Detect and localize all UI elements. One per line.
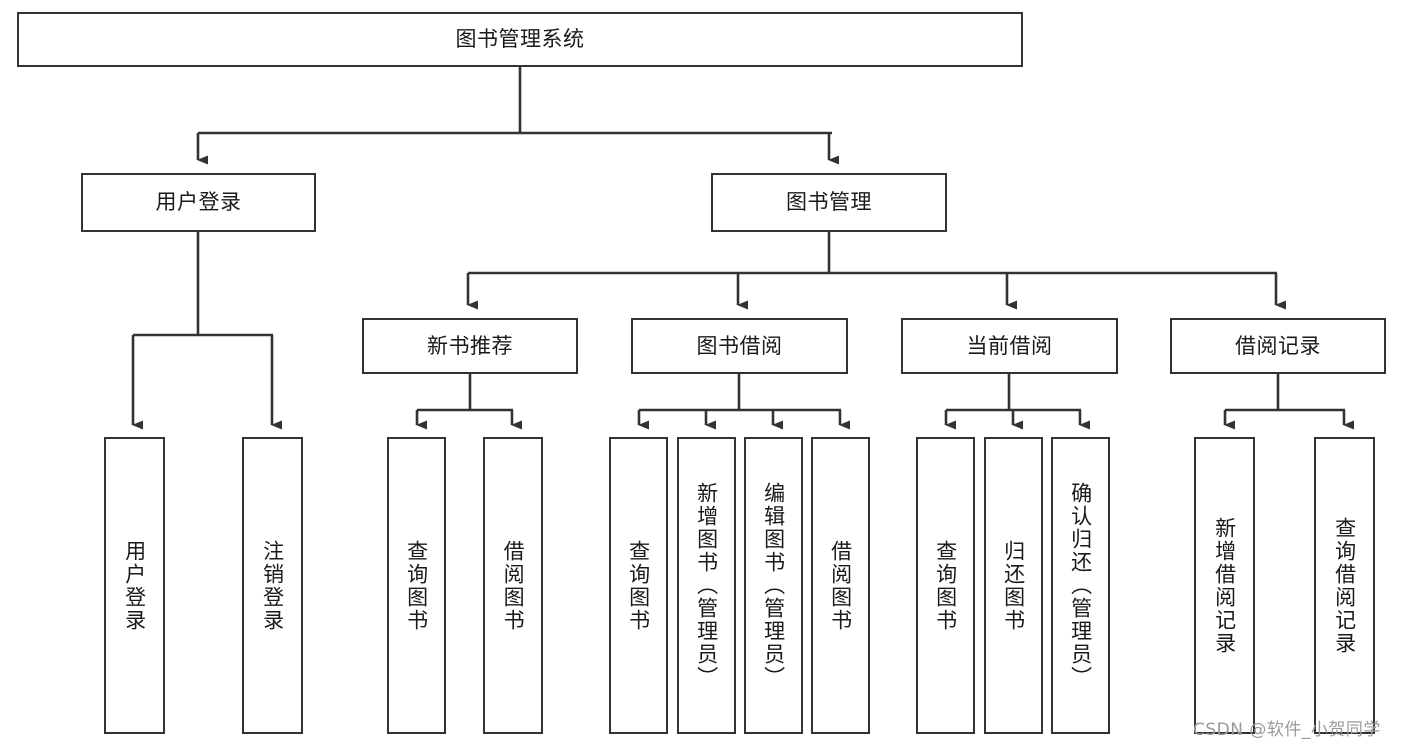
node-level2-user-login-label: 用户登录 — [155, 190, 242, 215]
node-level3-new-book-recommend[interactable]: 新书推荐 — [362, 318, 578, 374]
node-leaf-confirm-return-admin[interactable]: 确认归还（管理员） — [1051, 437, 1110, 734]
node-leaf-add-book-admin-label: 新增图书（管理员） — [694, 482, 719, 689]
node-leaf-query-book-newbook[interactable]: 查询图书 — [387, 437, 446, 734]
node-leaf-add-borrow-record[interactable]: 新增借阅记录 — [1194, 437, 1255, 734]
node-level3-borrow-record-label: 借阅记录 — [1235, 333, 1321, 358]
node-leaf-query-book-newbook-label: 查询图书 — [404, 539, 429, 632]
node-level3-current-borrow[interactable]: 当前借阅 — [901, 318, 1118, 374]
node-leaf-user-login[interactable]: 用户登录 — [104, 437, 165, 734]
node-leaf-user-login-label: 用户登录 — [122, 539, 147, 632]
node-level3-book-borrow[interactable]: 图书借阅 — [631, 318, 848, 374]
node-leaf-borrow-book[interactable]: 借阅图书 — [811, 437, 870, 734]
node-leaf-borrow-book-newbook[interactable]: 借阅图书 — [483, 437, 543, 734]
node-level2-book-management[interactable]: 图书管理 — [711, 173, 947, 232]
node-leaf-confirm-return-admin-label: 确认归还（管理员） — [1068, 482, 1093, 689]
node-level3-borrow-record[interactable]: 借阅记录 — [1170, 318, 1386, 374]
node-leaf-query-borrow-record[interactable]: 查询借阅记录 — [1314, 437, 1375, 734]
node-leaf-query-book-borrow[interactable]: 查询图书 — [609, 437, 668, 734]
node-root[interactable]: 图书管理系统 — [17, 12, 1023, 67]
node-leaf-query-book-current[interactable]: 查询图书 — [916, 437, 975, 734]
node-leaf-return-book-label: 归还图书 — [1001, 539, 1026, 632]
node-level3-book-borrow-label: 图书借阅 — [696, 333, 783, 358]
node-leaf-query-book-borrow-label: 查询图书 — [626, 539, 651, 632]
node-leaf-query-book-current-label: 查询图书 — [933, 539, 958, 632]
node-level3-current-borrow-label: 当前借阅 — [966, 333, 1053, 358]
node-leaf-edit-book-admin[interactable]: 编辑图书（管理员） — [744, 437, 803, 734]
node-level3-new-book-recommend-label: 新书推荐 — [427, 333, 513, 358]
node-level2-user-login[interactable]: 用户登录 — [81, 173, 316, 232]
node-leaf-add-book-admin[interactable]: 新增图书（管理员） — [677, 437, 736, 734]
node-level2-book-management-label: 图书管理 — [786, 190, 872, 215]
node-leaf-borrow-book-newbook-label: 借阅图书 — [501, 539, 526, 632]
node-leaf-borrow-book-label: 借阅图书 — [828, 539, 853, 632]
node-leaf-add-borrow-record-label: 新增借阅记录 — [1212, 516, 1237, 655]
node-leaf-logout-label: 注销登录 — [260, 539, 285, 632]
node-root-label: 图书管理系统 — [455, 27, 585, 52]
node-leaf-edit-book-admin-label: 编辑图书（管理员） — [761, 482, 786, 689]
node-leaf-query-borrow-record-label: 查询借阅记录 — [1332, 516, 1357, 655]
node-leaf-return-book[interactable]: 归还图书 — [984, 437, 1043, 734]
node-leaf-logout[interactable]: 注销登录 — [242, 437, 303, 734]
